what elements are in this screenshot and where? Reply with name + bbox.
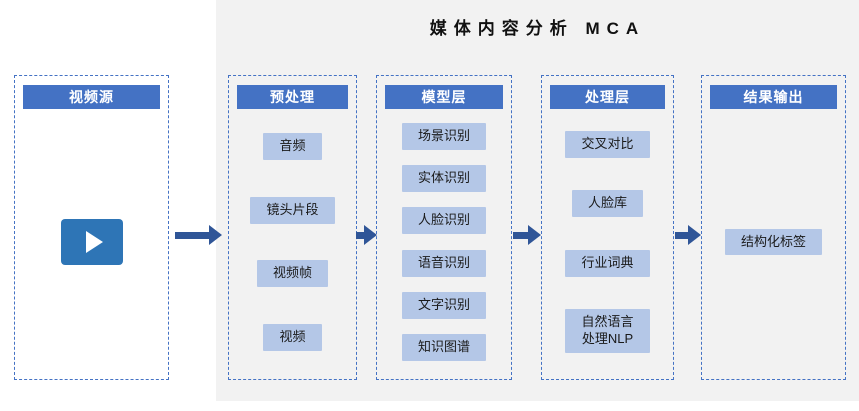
arrow-shaft xyxy=(356,231,364,239)
panel-model-layer: 模型层 场景识别 实体识别 人脸识别 语音识别 文字识别 知识图谱 xyxy=(376,75,512,380)
node-scene-recognition: 场景识别 xyxy=(401,122,486,150)
node-text-recognition: 文字识别 xyxy=(401,292,486,319)
panel-body-preprocessing: 音频 镜头片段 视频帧 视频 xyxy=(229,109,356,379)
panel-preprocessing: 预处理 音频 镜头片段 视频帧 视频 xyxy=(228,75,357,380)
panel-header-result-output: 结果输出 xyxy=(710,85,837,109)
panel-body-video-source xyxy=(15,109,168,379)
node-video-frames: 视频帧 xyxy=(256,260,328,288)
panel-header-video-source: 视频源 xyxy=(23,85,160,109)
panel-video-source: 视频源 xyxy=(14,75,169,380)
arrow-head-icon xyxy=(528,225,541,245)
flow-arrow-3 xyxy=(513,225,541,245)
arrow-head-icon xyxy=(209,225,222,245)
node-shot-segments: 镜头片段 xyxy=(250,196,335,224)
node-face-library: 人脸库 xyxy=(571,190,643,218)
node-audio: 音频 xyxy=(263,133,322,161)
arrow-head-icon xyxy=(688,225,701,245)
panel-header-preprocessing: 预处理 xyxy=(237,85,348,109)
node-speech-recognition: 语音识别 xyxy=(401,249,486,277)
node-knowledge-graph: 知识图谱 xyxy=(401,334,486,362)
panel-result-output: 结果输出 结构化标签 xyxy=(701,75,846,380)
arrow-head-icon xyxy=(364,225,377,245)
node-entity-recognition: 实体识别 xyxy=(401,165,486,192)
node-nlp: 自然语言 处理NLP xyxy=(565,308,650,353)
panel-header-processing-layer: 处理层 xyxy=(550,85,665,109)
arrow-shaft xyxy=(175,231,209,239)
node-face-recognition: 人脸识别 xyxy=(401,207,486,235)
arrow-shaft xyxy=(513,231,528,239)
node-cross-comparison: 交叉对比 xyxy=(565,131,650,159)
panel-body-processing-layer: 交叉对比 人脸库 行业词典 自然语言 处理NLP xyxy=(542,109,673,379)
video-player-thumbnail xyxy=(60,219,123,265)
panel-processing-layer: 处理层 交叉对比 人脸库 行业词典 自然语言 处理NLP xyxy=(541,75,674,380)
flow-arrow-2 xyxy=(356,225,377,245)
node-video: 视频 xyxy=(263,323,322,351)
node-industry-dictionary: 行业词典 xyxy=(565,249,650,277)
panel-body-result-output: 结构化标签 xyxy=(702,109,845,379)
flow-arrow-4 xyxy=(675,225,701,245)
node-structured-tags: 结构化标签 xyxy=(724,228,822,256)
flow-arrow-1 xyxy=(175,225,222,245)
play-icon xyxy=(85,231,103,253)
arrow-shaft xyxy=(675,231,688,239)
panel-header-model-layer: 模型层 xyxy=(385,85,503,109)
panel-body-model-layer: 场景识别 实体识别 人脸识别 语音识别 文字识别 知识图谱 xyxy=(377,109,511,379)
diagram-title: 媒体内容分析 MCA xyxy=(429,19,646,38)
